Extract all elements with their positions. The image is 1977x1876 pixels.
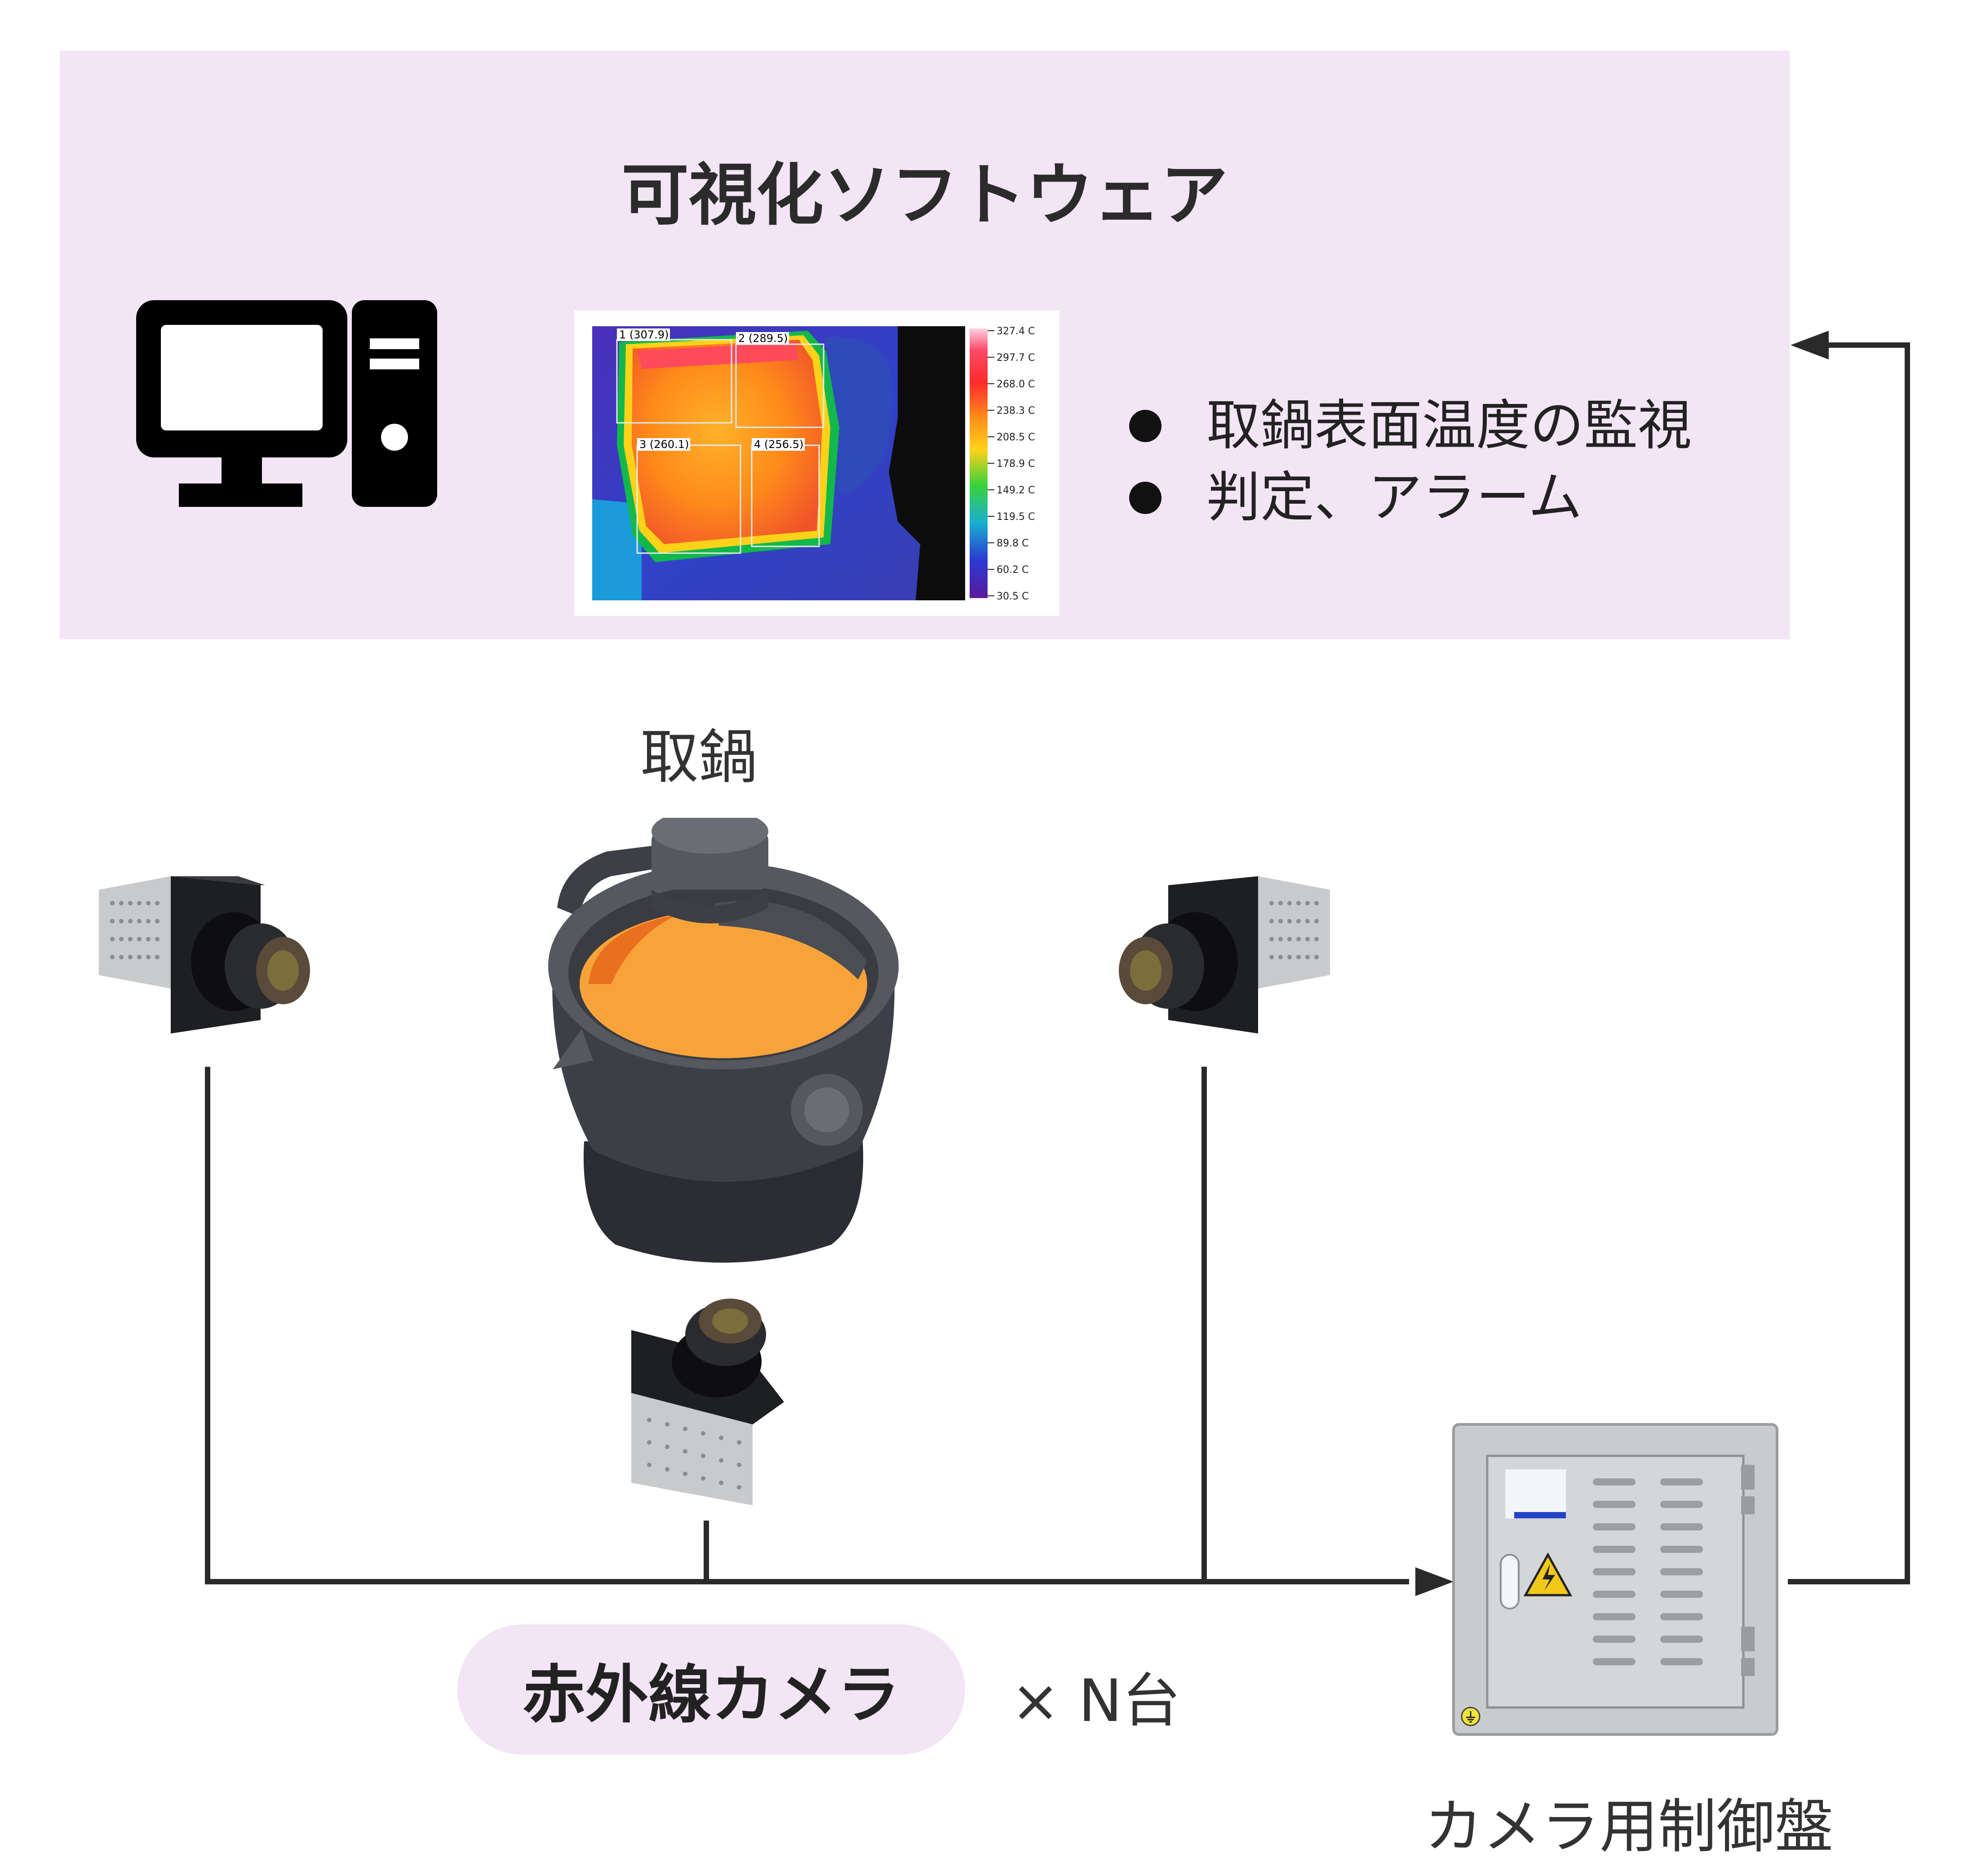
panel-title: 可視化ソフトウェア <box>621 156 1228 235</box>
scale-label: 119.5 C <box>997 511 1035 523</box>
scale-label: 60.2 C <box>997 564 1028 576</box>
roi-1-label: 1 (307.9) <box>619 328 669 341</box>
feature-item: 取鍋表面温度の監視 <box>1129 390 1692 462</box>
feature-list: 取鍋表面温度の監視 判定、アラーム <box>1129 390 1692 534</box>
molten-metal <box>580 910 867 1058</box>
ir-camera-left <box>99 876 310 1033</box>
control-panel-label: カメラ用制御盤 <box>1424 1792 1834 1861</box>
roi-2-label: 2 (289.5) <box>738 332 788 345</box>
feature-item: 判定、アラーム <box>1129 462 1692 534</box>
bullet-icon <box>1129 410 1161 442</box>
feature-text: 取鍋表面温度の監視 <box>1206 395 1692 457</box>
roi-4-label: 4 (256.5) <box>754 438 803 451</box>
ladle-label: 取鍋 <box>640 723 758 791</box>
scale-label: 208.5 C <box>997 432 1035 443</box>
arrow-to-panel-icon <box>1415 1567 1454 1596</box>
bullet-icon <box>1129 482 1161 514</box>
scale-label: 149.2 C <box>997 485 1035 496</box>
software-panel: 可視化ソフトウェア <box>60 51 1790 639</box>
ir-camera-bottom <box>631 1299 784 1505</box>
ir-camera-right <box>1119 876 1330 1033</box>
ir-camera-label: 赤外線カメラ <box>457 1624 965 1755</box>
computer-icon <box>136 300 437 507</box>
ladle-icon <box>548 818 899 1263</box>
arrow-to-software-icon <box>1791 331 1829 359</box>
feature-text: 判定、アラーム <box>1206 466 1582 529</box>
scale-label: 178.9 C <box>997 458 1035 470</box>
color-scale-bar <box>970 328 988 598</box>
scale-label: 327.4 C <box>997 326 1035 337</box>
camera-count: × N台 <box>1011 1667 1181 1735</box>
scale-label: 297.7 C <box>997 352 1035 364</box>
scale-label: 30.5 C <box>997 591 1028 602</box>
scale-label: 268.0 C <box>997 379 1035 390</box>
scale-label: 89.8 C <box>997 538 1028 549</box>
scale-label: 238.3 C <box>997 405 1035 417</box>
thermal-image-graphic: 1 (307.9) 2 (289.5) 3 (260.1) 4 (256.5) … <box>592 326 1035 602</box>
control-panel-cabinet <box>1452 1423 1778 1736</box>
roi-3-label: 3 (260.1) <box>639 438 689 451</box>
thermal-image: 1 (307.9) 2 (289.5) 3 (260.1) 4 (256.5) … <box>574 310 1059 616</box>
